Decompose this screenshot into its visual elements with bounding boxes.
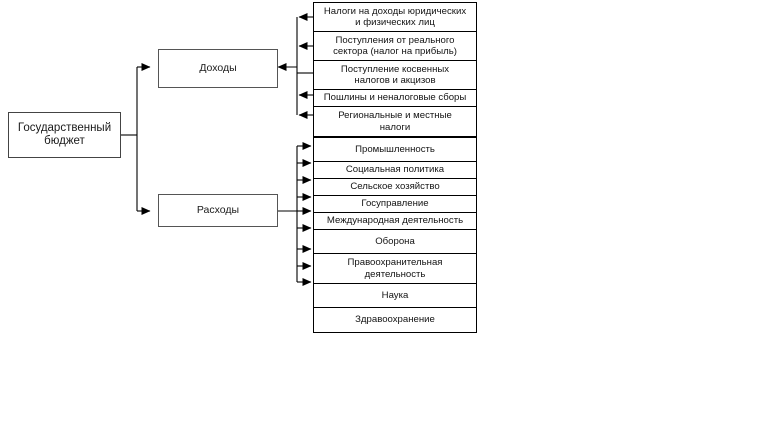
node-state-budget: Государственный бюджет (8, 112, 121, 158)
expense-item: Правоохранительная деятельность (314, 254, 476, 284)
node-state-budget-label: Государственный бюджет (17, 122, 112, 147)
income-item: Пошлины и неналоговые сборы (314, 90, 476, 107)
expense-item: Госуправление (314, 196, 476, 213)
income-item: Региональные и местные налоги (338, 110, 452, 133)
expense-item: Здравоохранение (355, 314, 435, 326)
income-items-group: Налоги на доходы юридических и физически… (313, 2, 477, 137)
node-expense-label: Расходы (196, 203, 240, 216)
income-item: Налоги на доходы юридических и физически… (314, 3, 476, 32)
expense-item: Социальная политика (314, 162, 476, 179)
expense-item: Сельское хозяйство (314, 179, 476, 196)
expense-items-group: Промышленность Социальная политика Сельс… (313, 137, 477, 333)
expense-item: Промышленность (314, 138, 476, 162)
expense-item: Оборона (314, 230, 476, 254)
expense-item: Международная деятельность (314, 213, 476, 230)
expense-item: Наука (314, 284, 476, 308)
node-income-label: Доходы (199, 61, 237, 74)
income-item: Поступления от реального сектора (налог … (314, 32, 476, 61)
node-expense: Расходы (158, 194, 278, 227)
node-income: Доходы (158, 49, 278, 88)
income-item: Поступление косвенных налогов и акцизов (314, 61, 476, 90)
